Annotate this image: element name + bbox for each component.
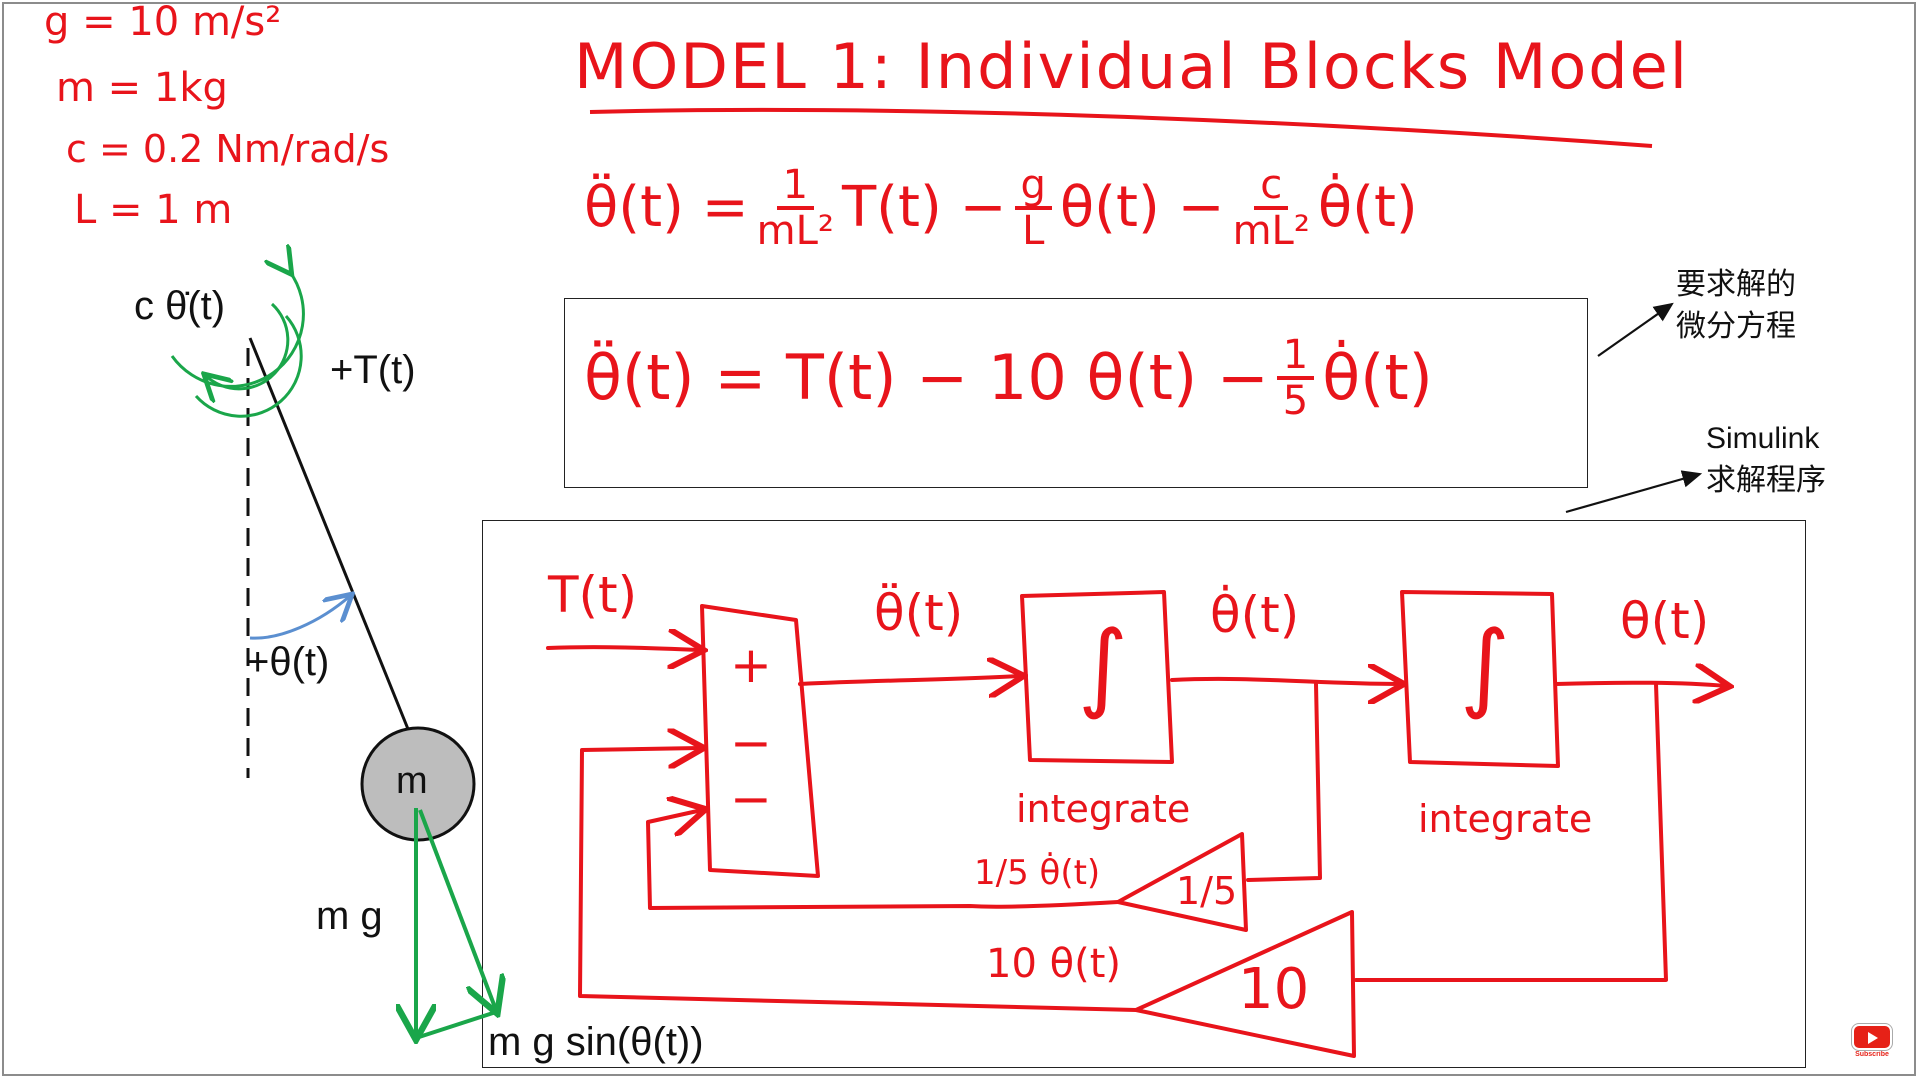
param-g: g = 10 m/s² (44, 0, 282, 45)
tangential-force-vector-icon (418, 809, 496, 1010)
force-triangle-base (415, 1010, 497, 1040)
simulink-note-line1: Simulink (1706, 422, 1820, 455)
integrate-label-1: integrate (1016, 787, 1191, 831)
torque-arc-outer-icon (170, 272, 305, 388)
model-title: MODEL 1: Individual Blocks Model (574, 30, 1690, 103)
general-eq-frac2: g L (1014, 164, 1052, 254)
angle-label: +θ(t) (246, 640, 330, 684)
general-eq-frac2-num: g (1014, 164, 1052, 210)
general-eq-frac2-den: L (1022, 208, 1045, 254)
title-underline (589, 107, 1653, 148)
sum-plus-sign: + (730, 636, 772, 694)
simulink-note-arrow (1565, 470, 1703, 514)
summing-junction-block (700, 604, 820, 878)
input-label: T(t) (548, 566, 638, 624)
gravity-force-label: m g (316, 894, 383, 938)
general-eq-term2: θ(t) − (1059, 175, 1225, 240)
ode-note-line2: 微分方程 (1676, 309, 1796, 344)
stiffness-feedback-line (578, 748, 1138, 1012)
ode-note-arrow (1597, 302, 1674, 357)
sum-minus-sign-2: − (730, 770, 772, 828)
stiffness-signal-label: 10 θ(t) (986, 941, 1121, 987)
numeric-eq-frac: 1 5 (1276, 334, 1315, 424)
integrator-symbol-1: ∫ (1078, 610, 1129, 722)
general-eq-frac1-den: mL² (756, 208, 834, 254)
gain-one-fifth-value: 1/5 (1176, 869, 1238, 913)
general-eq-frac3: c mL² (1233, 164, 1310, 252)
damping-torque-label: c θ̇(t) (134, 284, 226, 328)
position-feedback-line (1354, 682, 1668, 982)
mass-label: m (396, 760, 428, 802)
velocity-feedback-line (1246, 682, 1322, 882)
integrate-label-2: integrate (1418, 797, 1593, 841)
general-eq-term1: T(t) − (841, 175, 1007, 240)
gain-block-one-fifth (1116, 832, 1248, 932)
numeric-eq-main: θ̈(t) = T(t) − 10 θ(t) − (584, 341, 1269, 414)
input-signal-line (546, 647, 700, 650)
general-equation: θ̈(t) = 1 mL² T(t) − g L θ(t) − c mL² θ̇… (584, 164, 1418, 252)
integrator-symbol-2: ∫ (1460, 610, 1511, 722)
velocity-signal-line (1170, 679, 1400, 684)
accel-signal-line (798, 676, 1020, 684)
param-c: c = 0.2 Nm/rad/s (66, 127, 390, 171)
simulink-box (482, 520, 1806, 1068)
general-eq-frac3-den: mL² (1232, 208, 1310, 254)
damping-arc-inner-icon (206, 302, 290, 389)
velocity-signal-label: θ̇(t) (1210, 586, 1300, 644)
simulink-note-line2: 求解程序 (1706, 463, 1826, 498)
general-eq-lhs: θ̈(t) = (584, 175, 749, 240)
general-eq-frac1: 1 mL² (757, 164, 834, 252)
subscribe-badge-label: Subscribe (1855, 1051, 1889, 1058)
numeric-eq-frac-den: 5 (1282, 378, 1309, 424)
general-eq-term3: θ̇(t) (1317, 175, 1418, 240)
youtube-play-icon (1852, 1024, 1892, 1050)
numeric-eq-frac-num: 1 (1276, 334, 1315, 380)
general-eq-frac1-num: 1 (776, 164, 815, 210)
angle-arc-icon (249, 596, 350, 640)
tangential-force-label: m g sin(θ(t)) (488, 1020, 704, 1064)
numeric-eq-tail: θ̇(t) (1322, 341, 1433, 414)
damping-arc-mid-icon (194, 315, 303, 418)
ode-box (564, 298, 1588, 488)
position-output-line (1554, 683, 1726, 686)
gain-ten-value: 10 (1238, 957, 1310, 1022)
param-L: L = 1 m (74, 187, 233, 233)
position-signal-label: θ(t) (1620, 592, 1710, 650)
damping-signal-label: 1/5 θ̇(t) (974, 853, 1101, 893)
gain-block-ten (1134, 910, 1356, 1058)
ode-note-line1: 要求解的 (1676, 267, 1796, 302)
sum-minus-sign-1: − (730, 714, 772, 772)
damping-feedback-line (646, 810, 1120, 910)
youtube-subscribe-icon[interactable]: Subscribe (1852, 1024, 1892, 1058)
applied-torque-label: +T(t) (330, 348, 416, 392)
integrator-block-2 (1400, 590, 1560, 768)
integrator-block-1 (1020, 590, 1174, 764)
accel-signal-label: θ̈(t) (874, 584, 964, 642)
numeric-equation: θ̈(t) = T(t) − 10 θ(t) − 1 5 θ̇(t) (584, 334, 1433, 422)
param-m: m = 1kg (56, 65, 228, 111)
general-eq-frac3-num: c (1254, 164, 1289, 210)
